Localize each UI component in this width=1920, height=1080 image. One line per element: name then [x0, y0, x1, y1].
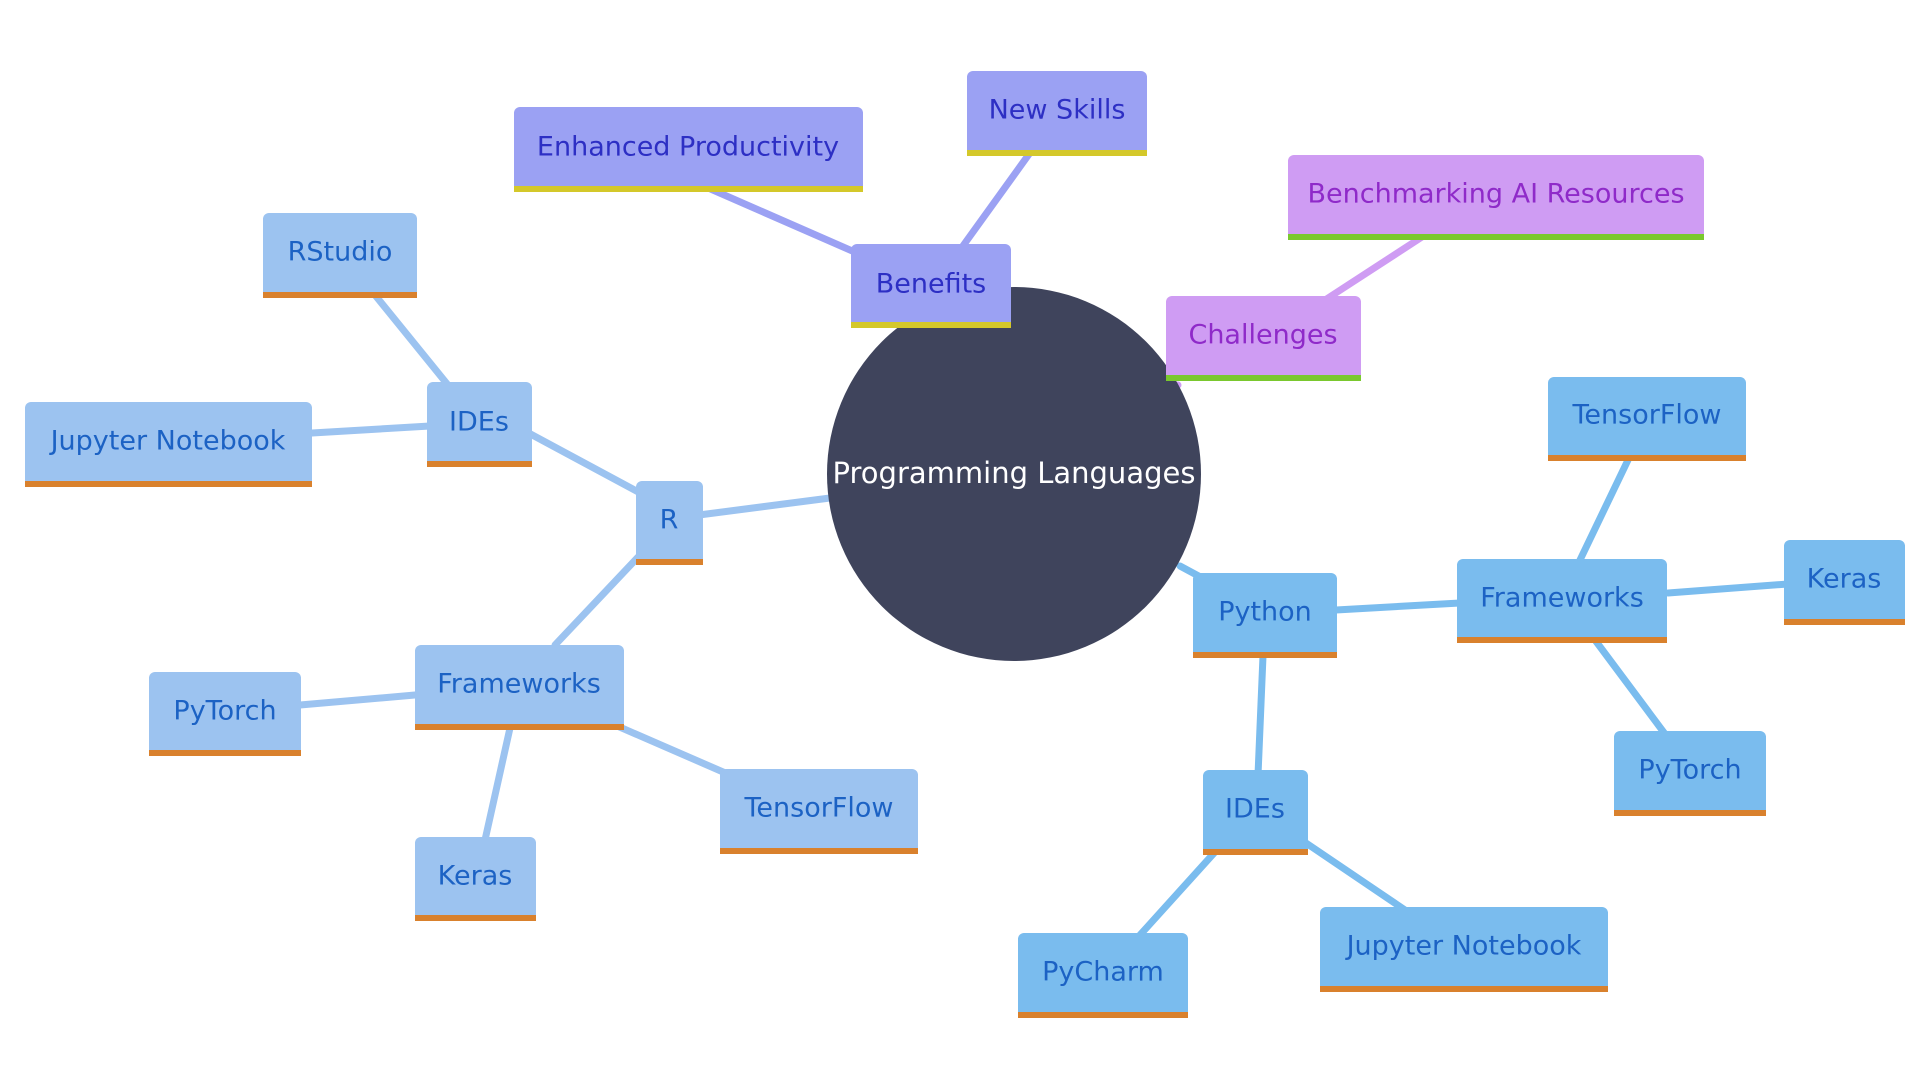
node-benefits[interactable]: Benefits	[851, 244, 1011, 328]
edge-frameworks-tensorflow	[611, 721, 734, 779]
node-benchmarking-label: Benchmarking AI Resources	[1307, 179, 1684, 210]
node-python[interactable]: Python	[1193, 573, 1337, 658]
edge-frameworks-pytorch-py	[1591, 636, 1669, 738]
node-benchmarking[interactable]: Benchmarking AI Resources	[1288, 155, 1704, 240]
node-py-pycharm[interactable]: PyCharm	[1018, 933, 1188, 1018]
node-new-skills[interactable]: New Skills	[967, 71, 1147, 156]
node-r[interactable]: R	[636, 481, 703, 565]
edge-frameworks-keras	[481, 724, 514, 844]
node-py-pytorch[interactable]: PyTorch	[1614, 731, 1766, 816]
nodes: Benefits Enhanced Productivity New Skill…	[25, 71, 1905, 1018]
node-py-keras-label: Keras	[1807, 564, 1882, 595]
node-py-tensorflow[interactable]: TensorFlow	[1548, 377, 1746, 461]
node-py-ides-label: IDEs	[1225, 794, 1285, 825]
edge-frameworks-pytorch	[296, 691, 419, 709]
node-py-pycharm-label: PyCharm	[1042, 957, 1164, 988]
node-py-ides[interactable]: IDEs	[1203, 770, 1308, 855]
center-label: Programming Languages	[833, 456, 1196, 490]
node-py-tensorflow-label: TensorFlow	[1572, 400, 1722, 431]
node-r-keras-label: Keras	[438, 861, 513, 892]
edge-benefits-new-skills	[956, 146, 1036, 254]
node-py-keras[interactable]: Keras	[1784, 540, 1905, 625]
edge-r-frameworks	[551, 551, 644, 649]
node-py-pytorch-label: PyTorch	[1638, 755, 1741, 786]
node-py-frameworks-label: Frameworks	[1480, 583, 1644, 614]
edge-ides-jupyter	[308, 422, 434, 437]
node-r-jupyter[interactable]: Jupyter Notebook	[25, 402, 312, 487]
edges	[296, 146, 1792, 939]
node-r-jupyter-label: Jupyter Notebook	[49, 426, 286, 457]
center-node[interactable]: Programming Languages	[827, 287, 1201, 661]
node-r-label: R	[660, 505, 679, 536]
node-r-tensorflow[interactable]: TensorFlow	[720, 769, 918, 854]
edge-ides-pycharm	[1136, 848, 1219, 939]
node-python-label: Python	[1218, 597, 1312, 628]
node-r-rstudio[interactable]: RStudio	[263, 213, 417, 298]
edge-python-ides	[1254, 652, 1267, 779]
node-r-keras[interactable]: Keras	[415, 837, 536, 921]
edge-ides-jupyter-py	[1302, 839, 1409, 914]
node-r-rstudio-label: RStudio	[288, 237, 393, 268]
node-enhanced-productivity-label: Enhanced Productivity	[537, 132, 839, 163]
node-benefits-label: Benefits	[876, 269, 987, 300]
node-r-pytorch[interactable]: PyTorch	[149, 672, 301, 756]
node-r-ides-label: IDEs	[449, 407, 509, 438]
edge-frameworks-keras-py	[1664, 580, 1792, 597]
node-enhanced-productivity[interactable]: Enhanced Productivity	[514, 107, 863, 192]
node-r-pytorch-label: PyTorch	[173, 696, 276, 727]
edge-ides-rstudio	[371, 291, 456, 394]
node-challenges-label: Challenges	[1188, 320, 1337, 351]
node-r-frameworks-label: Frameworks	[437, 669, 601, 700]
node-r-ides[interactable]: IDEs	[427, 382, 532, 467]
edge-challenges-benchmarking	[1321, 231, 1429, 304]
edge-python-frameworks	[1332, 599, 1464, 614]
node-new-skills-label: New Skills	[989, 95, 1126, 126]
node-py-frameworks[interactable]: Frameworks	[1457, 559, 1667, 643]
node-r-tensorflow-label: TensorFlow	[744, 793, 894, 824]
node-py-jupyter[interactable]: Jupyter Notebook	[1320, 907, 1608, 992]
node-r-frameworks[interactable]: Frameworks	[415, 645, 624, 730]
node-challenges[interactable]: Challenges	[1166, 296, 1361, 381]
node-py-jupyter-label: Jupyter Notebook	[1345, 931, 1582, 962]
edge-frameworks-tensorflow-py	[1576, 456, 1632, 564]
